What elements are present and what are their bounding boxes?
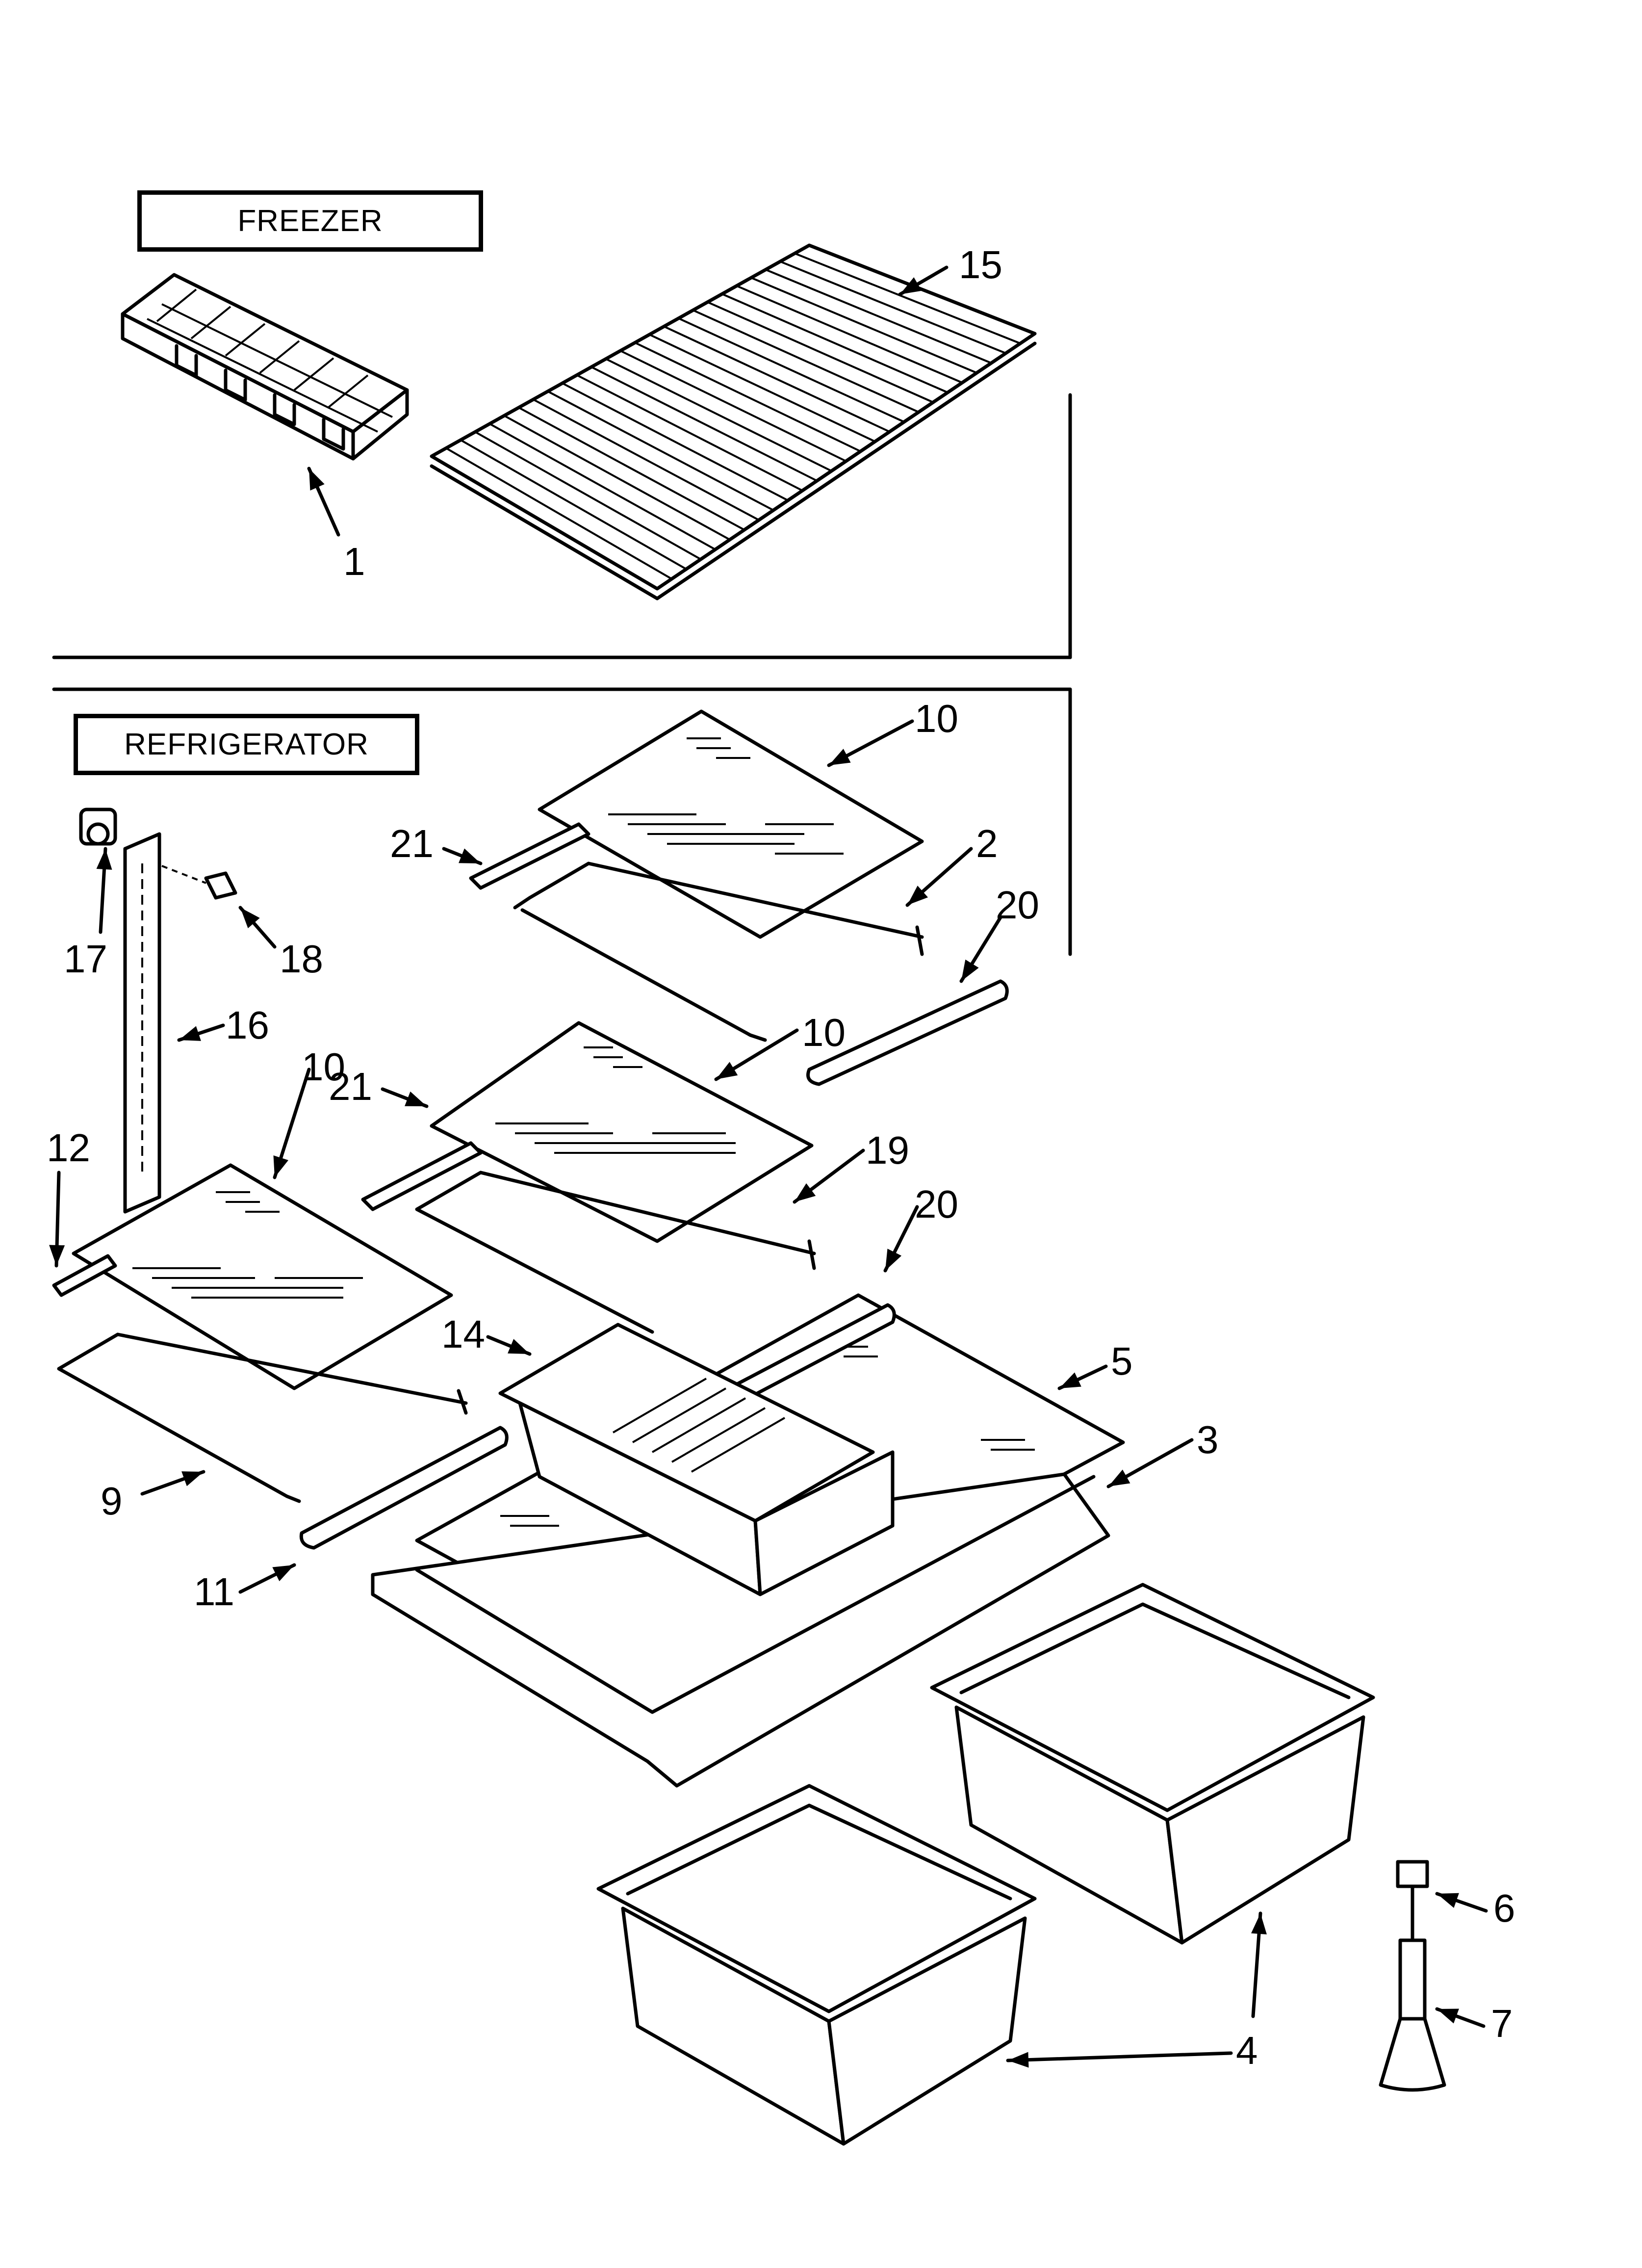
arrowhead	[885, 1249, 902, 1271]
callout-12: 12	[47, 1126, 90, 1170]
callout-4: 4	[1236, 2029, 1258, 2072]
callout-15: 15	[959, 243, 1002, 287]
glass-shelf-left	[52, 1163, 509, 1550]
callout-20: 20	[996, 883, 1039, 927]
ice-cube-tray	[121, 273, 409, 461]
crisper-drawers	[596, 1583, 1375, 2146]
arrowhead	[1251, 1913, 1267, 1935]
callout-6: 6	[1493, 1886, 1515, 1930]
arrowhead	[1437, 2008, 1459, 2024]
leader-arrows	[49, 265, 1488, 2068]
arrowhead	[829, 749, 851, 765]
callout-10: 10	[802, 1011, 846, 1054]
arrowhead	[49, 1245, 65, 1266]
arrowhead	[272, 1565, 294, 1582]
glass-shelf-middle	[361, 1021, 816, 1334]
arrowhead	[716, 1062, 738, 1079]
callout-1: 1	[343, 540, 365, 583]
callout-2: 2	[976, 822, 998, 865]
arrowhead	[405, 1091, 427, 1106]
leader-line	[1006, 2051, 1233, 2062]
callout-9: 9	[101, 1479, 123, 1523]
arrowhead	[1108, 1469, 1130, 1486]
arrowhead	[1437, 1893, 1459, 1908]
crisper-cover-and-frame	[371, 1293, 1125, 1788]
callout-19: 19	[866, 1128, 909, 1172]
callout-17: 17	[64, 937, 107, 981]
arrowhead	[181, 1471, 204, 1486]
callout-3: 3	[1197, 1418, 1219, 1461]
refrigerator-section-label: REFRIGERATOR	[74, 714, 419, 775]
callout-10: 10	[302, 1045, 345, 1089]
shelf-trim-20-top	[806, 979, 1009, 1086]
callout-20: 20	[915, 1182, 958, 1226]
freezer-section-label: FREEZER	[137, 190, 483, 252]
arrowhead	[508, 1339, 530, 1354]
temperature-control-knob	[1379, 1860, 1446, 2092]
arrowhead	[1059, 1372, 1081, 1388]
callout-7: 7	[1491, 2002, 1513, 2045]
callout-5: 5	[1111, 1339, 1133, 1383]
callout-21: 21	[390, 822, 434, 865]
arrowhead	[907, 886, 928, 905]
arrowhead	[309, 469, 325, 491]
arrowhead	[96, 849, 112, 870]
freezer-wire-shelf	[430, 243, 1037, 600]
arrowhead	[961, 959, 979, 981]
arrowhead	[795, 1183, 816, 1202]
glass-shelf-top	[469, 709, 924, 1042]
arrowhead	[273, 1155, 288, 1177]
arrowhead	[900, 277, 922, 294]
callout-16: 16	[226, 1003, 269, 1047]
callout-10: 10	[915, 697, 958, 740]
arrowhead	[179, 1026, 201, 1041]
callout-14: 14	[441, 1312, 485, 1356]
callout-11: 11	[194, 1570, 235, 1614]
callout-21: 21	[329, 1065, 372, 1108]
shelf-pilaster	[79, 808, 237, 1214]
arrowhead	[1008, 2052, 1029, 2068]
arrowhead	[240, 908, 260, 929]
arrowhead	[459, 848, 481, 863]
callout-18: 18	[280, 937, 323, 981]
section-frame-lines	[52, 393, 1072, 956]
